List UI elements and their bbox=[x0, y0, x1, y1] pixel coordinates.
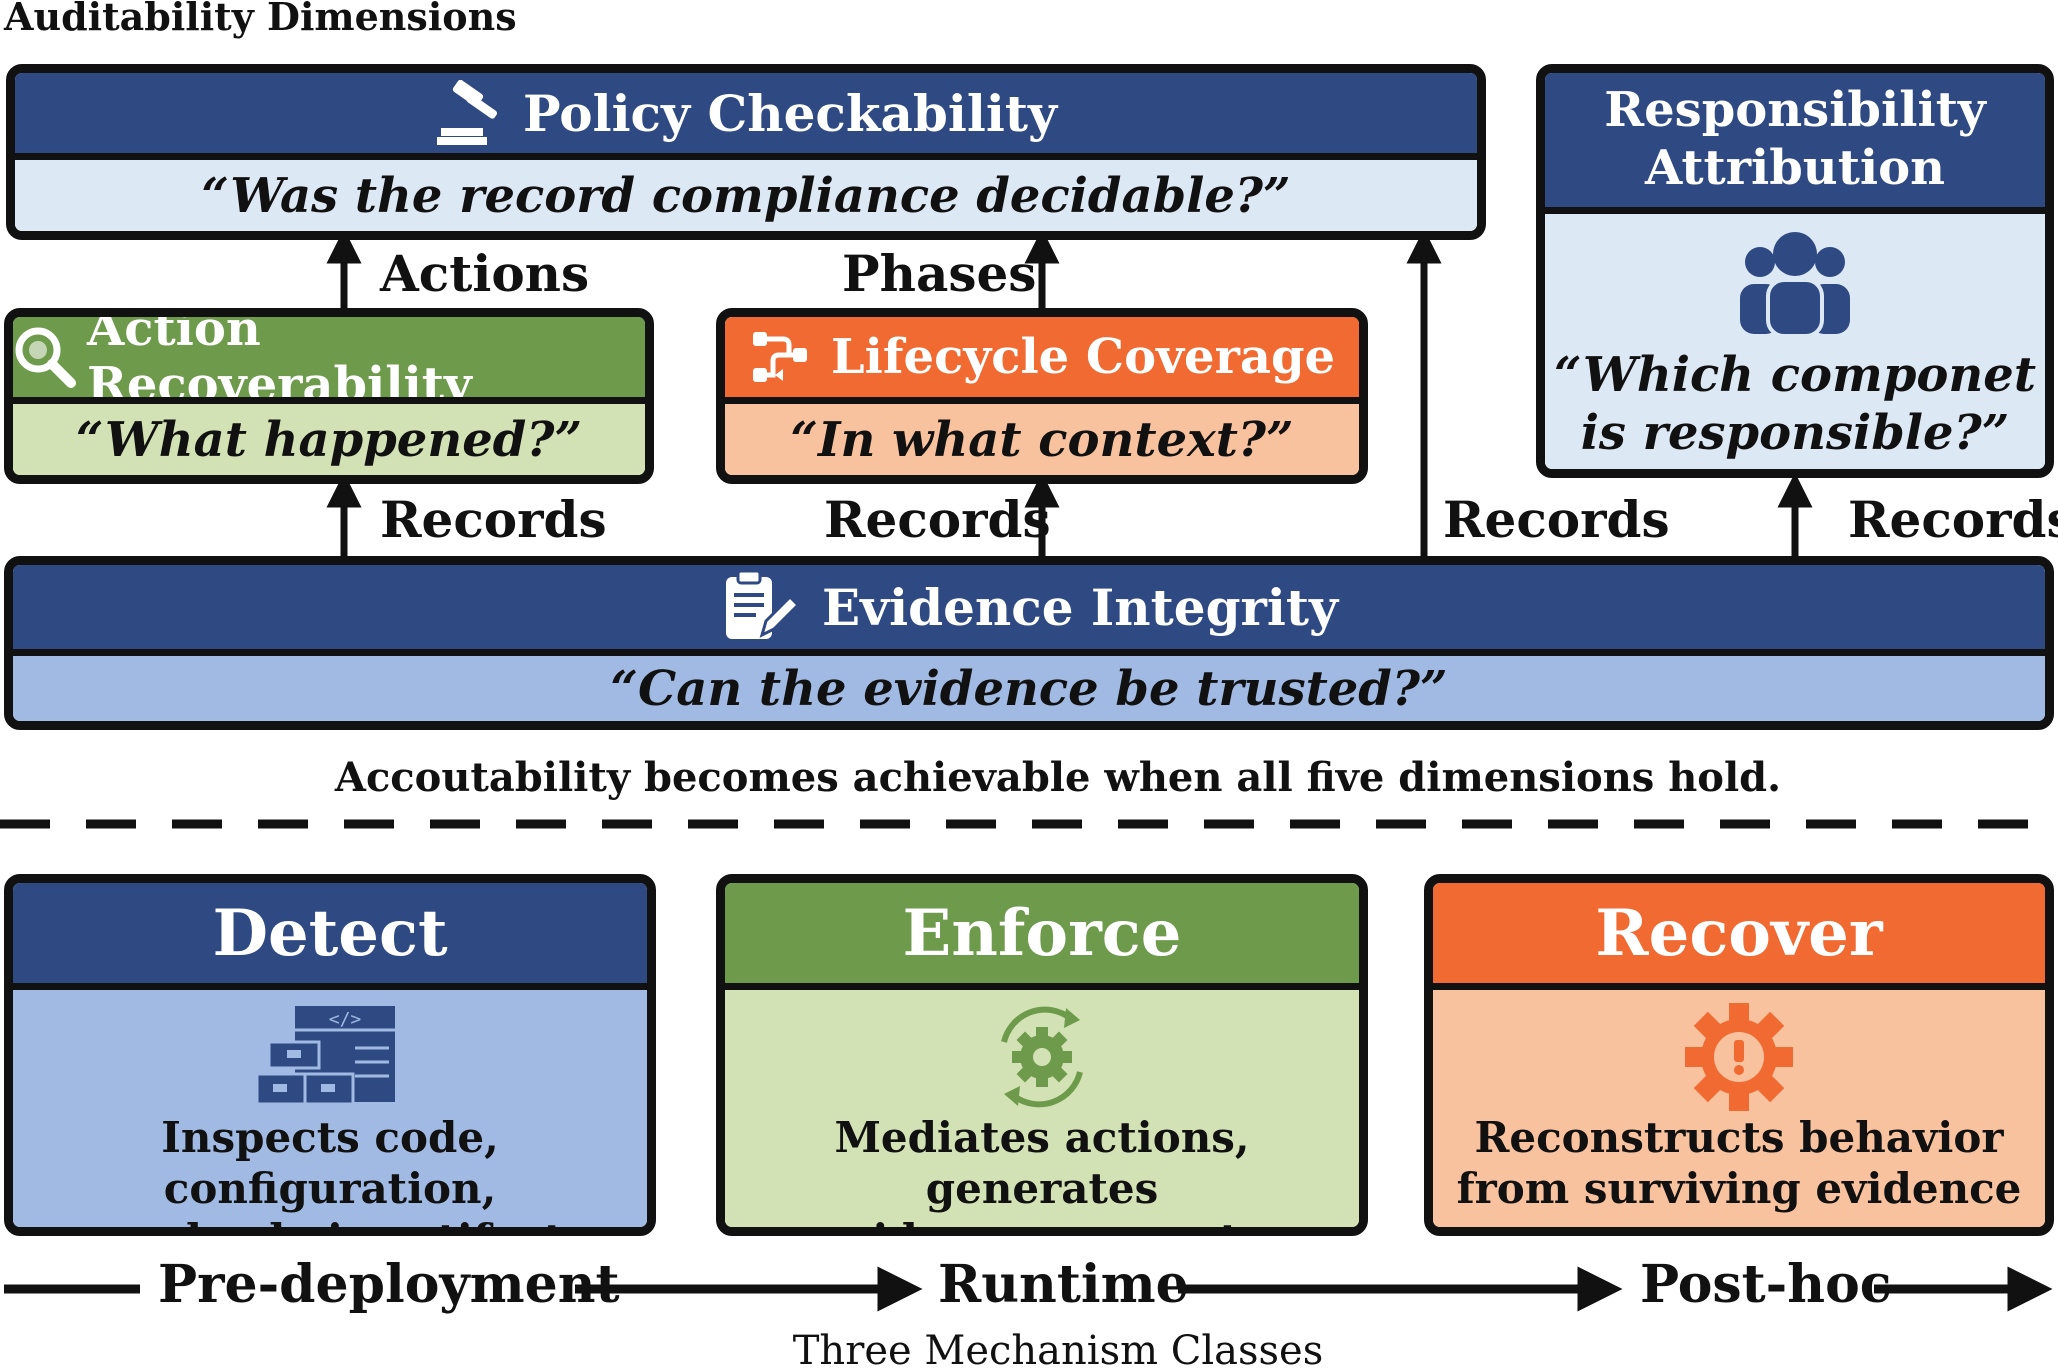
policy-checkability-box: Policy Checkability “Was the record comp… bbox=[6, 64, 1486, 240]
recover-header: Recover bbox=[1433, 883, 2045, 983]
recover-line1: Reconstructs behavior bbox=[1474, 1113, 2004, 1162]
responsibility-title-line2: Attribution bbox=[1644, 140, 1946, 196]
detect-line2: supply-chain artifacts bbox=[13, 1214, 647, 1227]
timeline-runtime: Runtime bbox=[938, 1254, 1189, 1315]
detect-header: Detect bbox=[13, 883, 647, 983]
action-recoverability-header: Action Recoverability bbox=[13, 317, 645, 413]
enforce-header: Enforce bbox=[725, 883, 1359, 983]
evidence-integrity-header: Evidence Integrity bbox=[13, 565, 2045, 649]
responsibility-question-line2: is responsible?” bbox=[1580, 405, 2010, 461]
responsibility-question-line1: “Which componet bbox=[1553, 347, 2037, 404]
recover-line2: from surviving evidence bbox=[1456, 1164, 2022, 1214]
evidence-integrity-title: Evidence Integrity bbox=[821, 577, 1339, 637]
action-recoverability-question: “What happened?” bbox=[13, 404, 645, 475]
responsibility-attribution-header: Responsibility Attribution bbox=[1545, 73, 2045, 207]
enforce-line2: evidence, supports approval bbox=[725, 1214, 1359, 1227]
detect-box: Detect </> Inspects code, configuration,… bbox=[4, 874, 656, 1236]
label-records-policy: Records bbox=[1443, 490, 1670, 549]
detect-line1: Inspects code, configuration, bbox=[161, 1113, 499, 1214]
footer-title: Three Mechanism Classes bbox=[792, 1328, 1324, 1370]
svg-text:</>: </> bbox=[329, 1009, 362, 1030]
policy-checkability-question: “Was the record compliance decidable?” bbox=[15, 160, 1477, 231]
label-actions: Actions bbox=[380, 244, 590, 303]
lifecycle-coverage-title: Lifecycle Coverage bbox=[830, 329, 1336, 385]
code-files-icon: </> bbox=[13, 1004, 647, 1110]
action-recoverability-box: Action Recoverability “What happened?” bbox=[4, 308, 654, 484]
lifecycle-coverage-box: Lifecycle Coverage “In what context?” bbox=[716, 308, 1368, 484]
label-records-responsibility: Records bbox=[1848, 490, 2058, 549]
timeline-post-hoc: Post-hoc bbox=[1640, 1254, 1892, 1315]
responsibility-title-line1: Responsibility bbox=[1604, 82, 1986, 139]
magnifier-icon bbox=[13, 325, 77, 389]
gavel-icon bbox=[435, 80, 505, 146]
label-phases: Phases bbox=[842, 244, 1037, 303]
clipboard-edit-icon bbox=[720, 569, 800, 645]
gear-cycle-icon bbox=[725, 1002, 1359, 1112]
enforce-line1: Mediates actions, generates bbox=[834, 1113, 1250, 1214]
workflow-icon bbox=[749, 328, 811, 386]
timeline-pre-deployment: Pre-deployment bbox=[158, 1254, 620, 1315]
label-records-action: Records bbox=[380, 490, 607, 549]
accountability-note: Accoutability becomes achievable when al… bbox=[334, 754, 1782, 801]
group-icon bbox=[1545, 228, 2045, 338]
lifecycle-coverage-header: Lifecycle Coverage bbox=[725, 317, 1359, 397]
recover-box: Recover R bbox=[1424, 874, 2054, 1236]
responsibility-attribution-box: Responsibility Attribution “Which compon… bbox=[1536, 64, 2054, 478]
enforce-box: Enforce bbox=[716, 874, 1368, 1236]
gear-alert-icon bbox=[1433, 1000, 2045, 1114]
label-records-lifecycle: Records bbox=[824, 490, 1051, 549]
evidence-integrity-box: Evidence Integrity “Can the evidence be … bbox=[4, 556, 2054, 730]
lifecycle-coverage-question: “In what context?” bbox=[725, 404, 1359, 475]
section-title: Auditability Dimensions bbox=[4, 0, 517, 39]
policy-checkability-header: Policy Checkability bbox=[15, 73, 1477, 153]
policy-checkability-title: Policy Checkability bbox=[522, 83, 1058, 143]
evidence-integrity-question: “Can the evidence be trusted?” bbox=[13, 656, 2045, 721]
